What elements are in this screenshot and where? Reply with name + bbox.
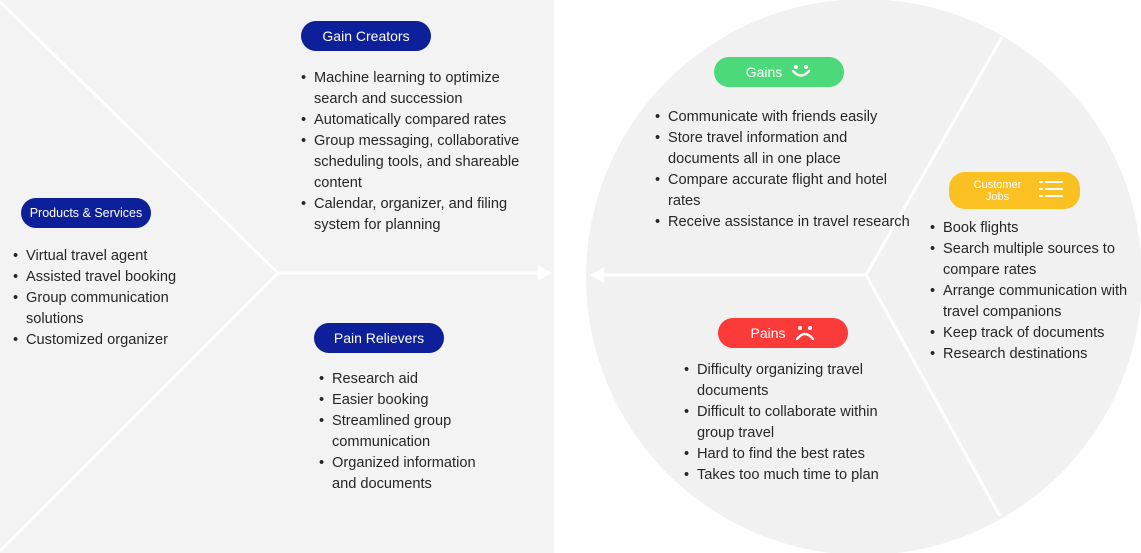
list-item: Arrange communication with travel compan…	[930, 281, 1130, 323]
pains-title: Pains	[750, 325, 786, 341]
pain-relievers-list: Research aid Easier booking Streamlined …	[319, 369, 479, 495]
divider-profile-top	[864, 36, 1004, 276]
list-item: Streamlined group communication	[319, 411, 479, 453]
list-item: Research destinations	[930, 344, 1130, 365]
list-item: Compare accurate flight and hotel rates	[655, 170, 920, 212]
gains-list: Communicate with friends easily Store tr…	[655, 107, 920, 233]
list-item: Machine learning to optimize search and …	[301, 68, 541, 110]
list-item: Communicate with friends easily	[655, 107, 920, 128]
list-item: Book flights	[930, 218, 1130, 239]
customer-jobs-label: Customer Jobs	[949, 172, 1080, 209]
products-services-list: Virtual travel agent Assisted travel boo…	[13, 246, 213, 351]
arrow-left-icon	[590, 267, 604, 283]
customer-jobs-list: Book flights Search multiple sources to …	[930, 218, 1130, 365]
list-item: Virtual travel agent	[13, 246, 213, 267]
list-item: Calendar, organizer, and filing system f…	[301, 194, 541, 236]
customer-jobs-title: Customer Jobs	[973, 178, 1022, 203]
list-item: Takes too much time to plan	[684, 465, 914, 486]
gains-label: Gains	[714, 57, 844, 87]
frown-icon	[794, 324, 816, 343]
pains-list: Difficulty organizing travel documents D…	[684, 360, 914, 486]
gain-creators-list: Machine learning to optimize search and …	[301, 68, 541, 236]
arrow-right-icon	[538, 265, 552, 281]
list-item: Assisted travel booking	[13, 267, 213, 288]
list-item: Group messaging, collaborative schedulin…	[301, 131, 541, 194]
list-item: Research aid	[319, 369, 479, 390]
list-item: Easier booking	[319, 390, 479, 411]
gains-title: Gains	[745, 64, 783, 80]
list-item: Group communication solutions	[13, 288, 213, 330]
list-item: Difficulty organizing travel documents	[684, 360, 914, 402]
list-item: Receive assistance in travel research	[655, 212, 920, 233]
list-item: Difficult to collaborate within group tr…	[684, 402, 914, 444]
divider-upper-left	[0, 0, 280, 275]
smile-icon	[790, 63, 812, 82]
list-item: Store travel information and documents a…	[655, 128, 920, 170]
divider-profile-bottom	[864, 274, 1002, 517]
list-item: Automatically compared rates	[301, 110, 541, 131]
list-item: Customized organizer	[13, 330, 213, 351]
products-services-label: Products & Services	[21, 198, 151, 228]
pains-label: Pains	[718, 318, 848, 348]
list-item: Organized information and documents	[319, 453, 479, 495]
list-item: Hard to find the best rates	[684, 444, 914, 465]
list-icon	[1038, 180, 1064, 201]
gain-creators-label: Gain Creators	[301, 21, 431, 51]
list-item: Keep track of documents	[930, 323, 1130, 344]
divider-lower-left	[0, 271, 280, 553]
list-item: Search multiple sources to compare rates	[930, 239, 1130, 281]
pain-relievers-label: Pain Relievers	[314, 323, 444, 353]
